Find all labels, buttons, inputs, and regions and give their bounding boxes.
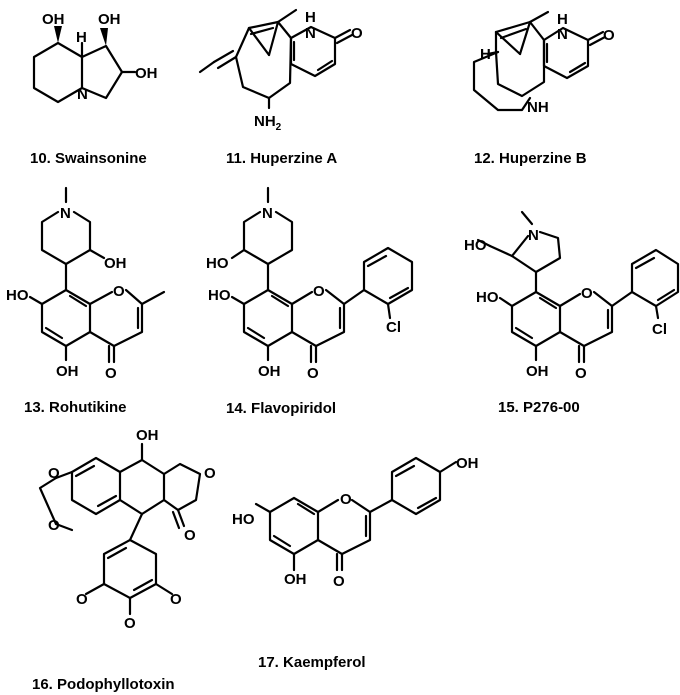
compound-name: Flavopiridol — [251, 400, 337, 417]
structure-kaempferol — [254, 456, 458, 572]
caption-rohutikine: 13. Rohutikine — [24, 399, 127, 416]
compound-number: 17. — [258, 654, 279, 671]
atom-ho: HO — [206, 255, 229, 272]
atom-o: O — [204, 465, 216, 482]
atom-oh: OH — [135, 65, 158, 82]
atom-oh: OH — [284, 571, 307, 588]
atom-oh: OH — [104, 255, 127, 272]
atom-o: O — [581, 285, 593, 302]
atom-n: N — [60, 205, 71, 222]
compound-number: 12. — [474, 150, 495, 167]
atom-h: H — [76, 29, 87, 46]
compound-name: Rohutikine — [49, 399, 127, 416]
atom-h: H — [480, 46, 491, 63]
caption-kaempferol: 17. Kaempferol — [258, 654, 366, 671]
compound-number: 10. — [30, 150, 51, 167]
structure-huperzine-a — [198, 8, 354, 110]
atom-oh: OH — [136, 427, 159, 444]
atom-oh: OH — [98, 11, 121, 28]
atom-o: O — [170, 591, 182, 608]
atom-o: O — [351, 25, 363, 42]
compound-number: 14. — [226, 400, 247, 417]
atom-ho: HO — [208, 287, 231, 304]
compound-name: Huperzine B — [499, 150, 587, 167]
atom-oh: OH — [456, 455, 479, 472]
compound-name: Huperzine A — [250, 150, 338, 167]
atom-ho: HO — [476, 289, 499, 306]
atom-o: O — [333, 573, 345, 590]
atom-n: N — [305, 25, 316, 42]
atom-o: O — [105, 365, 117, 382]
atom-hn: H — [557, 11, 568, 28]
compound-number: 11. — [226, 150, 247, 167]
atom-ho: HO — [464, 237, 487, 254]
structure-flavopiridol — [230, 186, 414, 364]
atom-cl: Cl — [652, 321, 667, 338]
atom-o: O — [184, 527, 196, 544]
compound-name: Swainsonine — [55, 150, 147, 167]
compound-number: 13. — [24, 399, 45, 416]
caption-huperzine-a: 11. Huperzine A — [226, 150, 337, 167]
atom-o: O — [76, 591, 88, 608]
atom-n: N — [77, 86, 88, 103]
atom-o: O — [48, 517, 60, 534]
atom-ho: HO — [6, 287, 29, 304]
structure-p276-00 — [476, 210, 680, 364]
caption-huperzine-b: 12. Huperzine B — [474, 150, 587, 167]
atom-oh: OH — [258, 363, 281, 380]
atom-hn: H — [305, 9, 316, 26]
structure-huperzine-b — [472, 10, 607, 112]
structure-rohutikine — [28, 186, 166, 364]
structure-swainsonine — [32, 26, 137, 104]
atom-o: O — [575, 365, 587, 382]
atom-nh2: NH2 — [254, 113, 282, 133]
atom-cl: Cl — [386, 319, 401, 336]
atom-o: O — [340, 491, 352, 508]
caption-flavopiridol: 14. Flavopiridol — [226, 400, 336, 417]
compound-number: 15. — [498, 399, 519, 416]
structure-podophyllotoxin — [38, 442, 202, 616]
atom-ho: HO — [232, 511, 255, 528]
atom-n: N — [528, 227, 539, 244]
atom-o: O — [603, 27, 615, 44]
atom-oh: OH — [526, 363, 549, 380]
compound-name: P276-00 — [523, 399, 580, 416]
atom-o: O — [307, 365, 319, 382]
atom-oh: OH — [42, 11, 65, 28]
caption-podophyllotoxin: 16. Podophyllotoxin — [32, 676, 175, 693]
compound-number: 16. — [32, 676, 53, 693]
caption-p276-00: 15. P276-00 — [498, 399, 580, 416]
atom-n: N — [262, 205, 273, 222]
compound-name: Podophyllotoxin — [57, 676, 175, 693]
atom-oh: OH — [56, 363, 79, 380]
caption-swainsonine: 10. Swainsonine — [30, 150, 147, 167]
compound-name: Kaempferol — [283, 654, 366, 671]
atom-o: O — [313, 283, 325, 300]
atom-o: O — [124, 615, 136, 632]
atom-o: O — [113, 283, 125, 300]
atom-o: O — [48, 465, 60, 482]
atom-n: N — [557, 26, 568, 43]
atom-nh: NH — [527, 99, 549, 116]
